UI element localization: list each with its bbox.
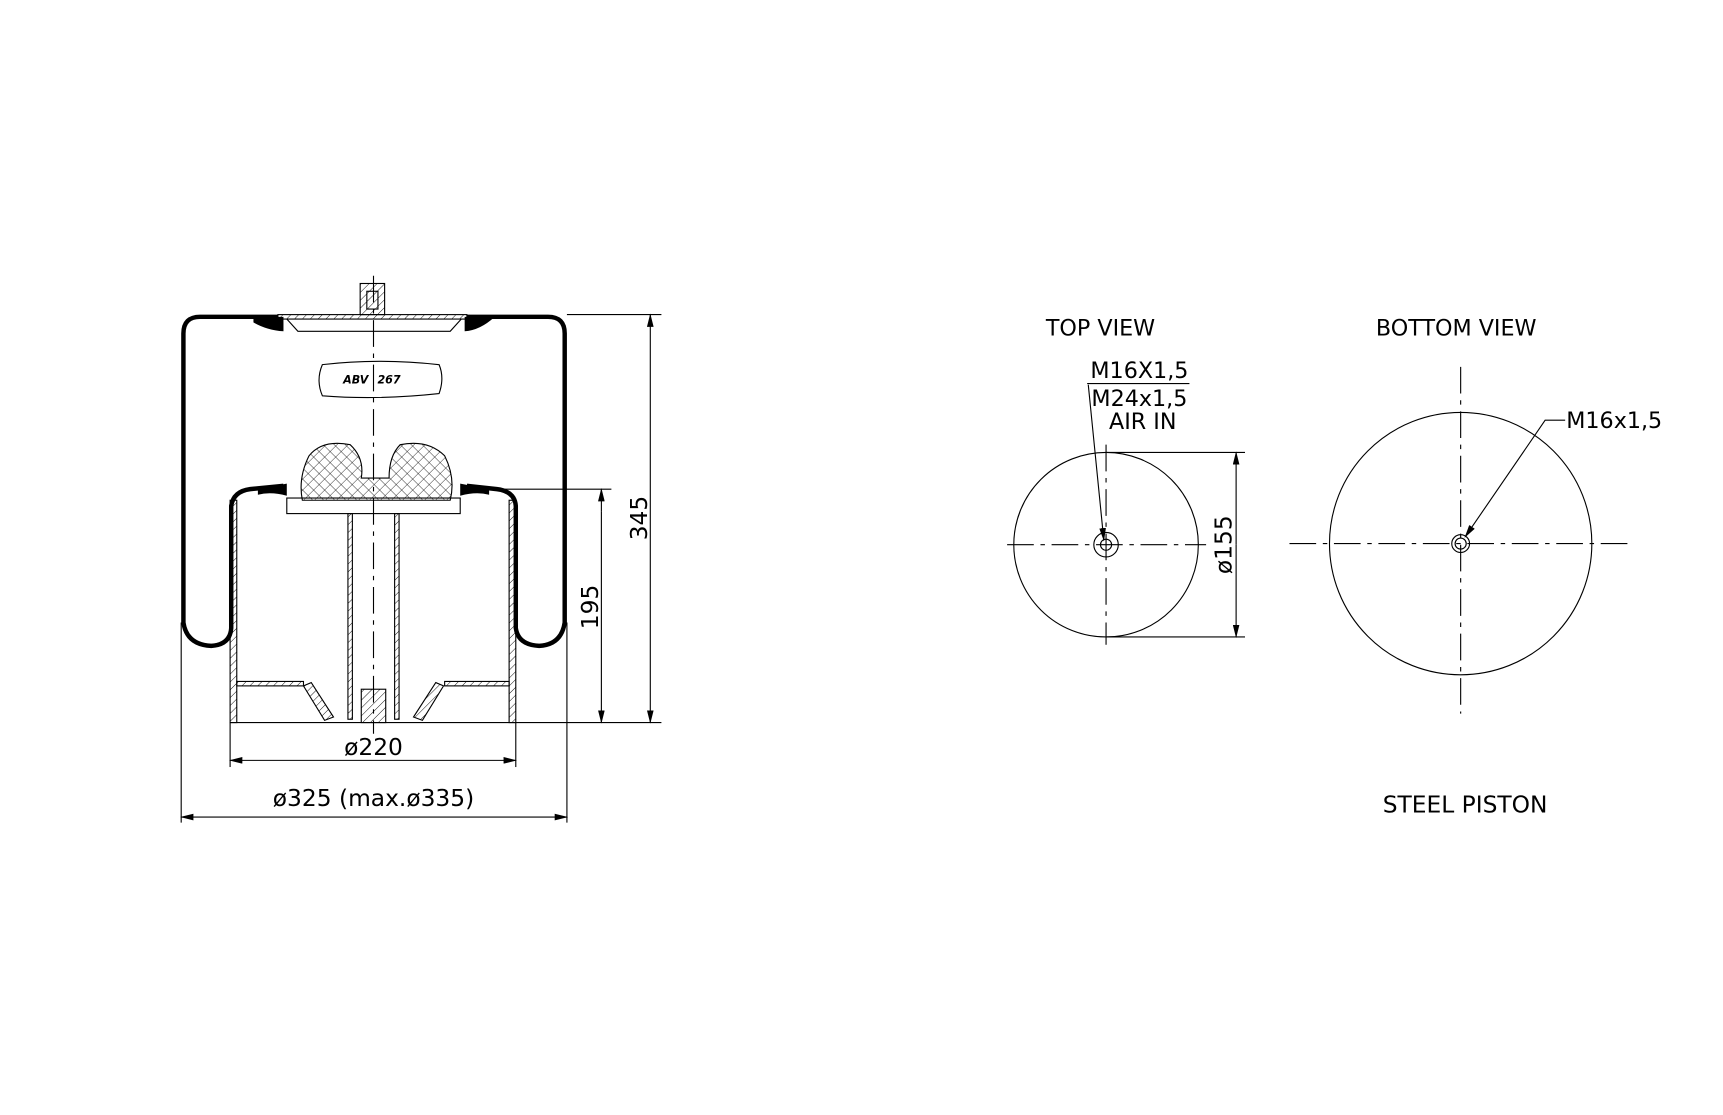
piston-wall-left	[229, 499, 238, 724]
bottom-view-title: BOTTOM VIEW	[1376, 316, 1537, 342]
top-thread-1: M16X1,5	[1090, 358, 1188, 384]
piston-floor-right	[444, 680, 510, 687]
inlet-outer-circle	[1093, 531, 1119, 558]
bead-plate	[277, 314, 468, 320]
bead-right	[464, 316, 495, 332]
dimension-195: 195	[489, 488, 612, 724]
bead-piston-left	[257, 483, 287, 496]
dim-height-piston: 195	[576, 585, 604, 630]
top-thread-2: M24x1,5	[1091, 386, 1187, 412]
top-view: TOP VIEW M16X1,5 M24x1,5 AIR IN ø155	[1007, 316, 1246, 645]
top-dim-diameter: ø155	[1210, 515, 1238, 574]
dim-piston-diameter: ø220	[344, 733, 403, 761]
air-inlet-stud	[359, 282, 386, 316]
piston-rib-left	[302, 681, 335, 722]
piston-tube-right	[394, 513, 400, 720]
piston-rib-right	[412, 681, 445, 722]
bottom-view: BOTTOM VIEW M16x1,5 STEEL PISTON	[1289, 316, 1662, 819]
part-label-outline	[318, 360, 443, 399]
rubber-bumper	[300, 442, 453, 501]
top-view-title: TOP VIEW	[1045, 316, 1155, 342]
part-label-prefix: ABV	[342, 374, 370, 387]
dimension-155: ø155	[1106, 451, 1246, 639]
dim-bellow-diameter: ø325 (max.ø335)	[273, 784, 474, 812]
stud-bore	[366, 290, 379, 310]
air-in-label: AIR IN	[1109, 409, 1176, 435]
dimension-325: ø325 (max.ø335)	[180, 622, 569, 823]
rubber-bellow	[181, 314, 567, 649]
dim-height-total: 345	[625, 496, 653, 541]
top-leader-line	[1087, 384, 1106, 542]
bottom-thread-inner	[1454, 537, 1467, 550]
side-view: ABV 267 345 195	[180, 275, 662, 823]
piston-wall-right	[508, 499, 517, 724]
dimension-220: ø220	[228, 722, 517, 768]
bead-piston-right	[460, 483, 490, 496]
steel-piston-caption: STEEL PISTON	[1383, 791, 1548, 819]
dimension-345: 345	[515, 313, 662, 724]
bottom-leader-line	[1464, 419, 1566, 538]
piston-floor-left	[236, 680, 305, 687]
bottom-thread-outer	[1451, 534, 1471, 554]
inlet-inner-circle	[1099, 538, 1113, 551]
part-label-number: 267	[377, 374, 400, 387]
bottom-thread: M16x1,5	[1566, 408, 1662, 434]
piston-tube-left	[347, 513, 353, 720]
bead-left	[253, 316, 284, 332]
